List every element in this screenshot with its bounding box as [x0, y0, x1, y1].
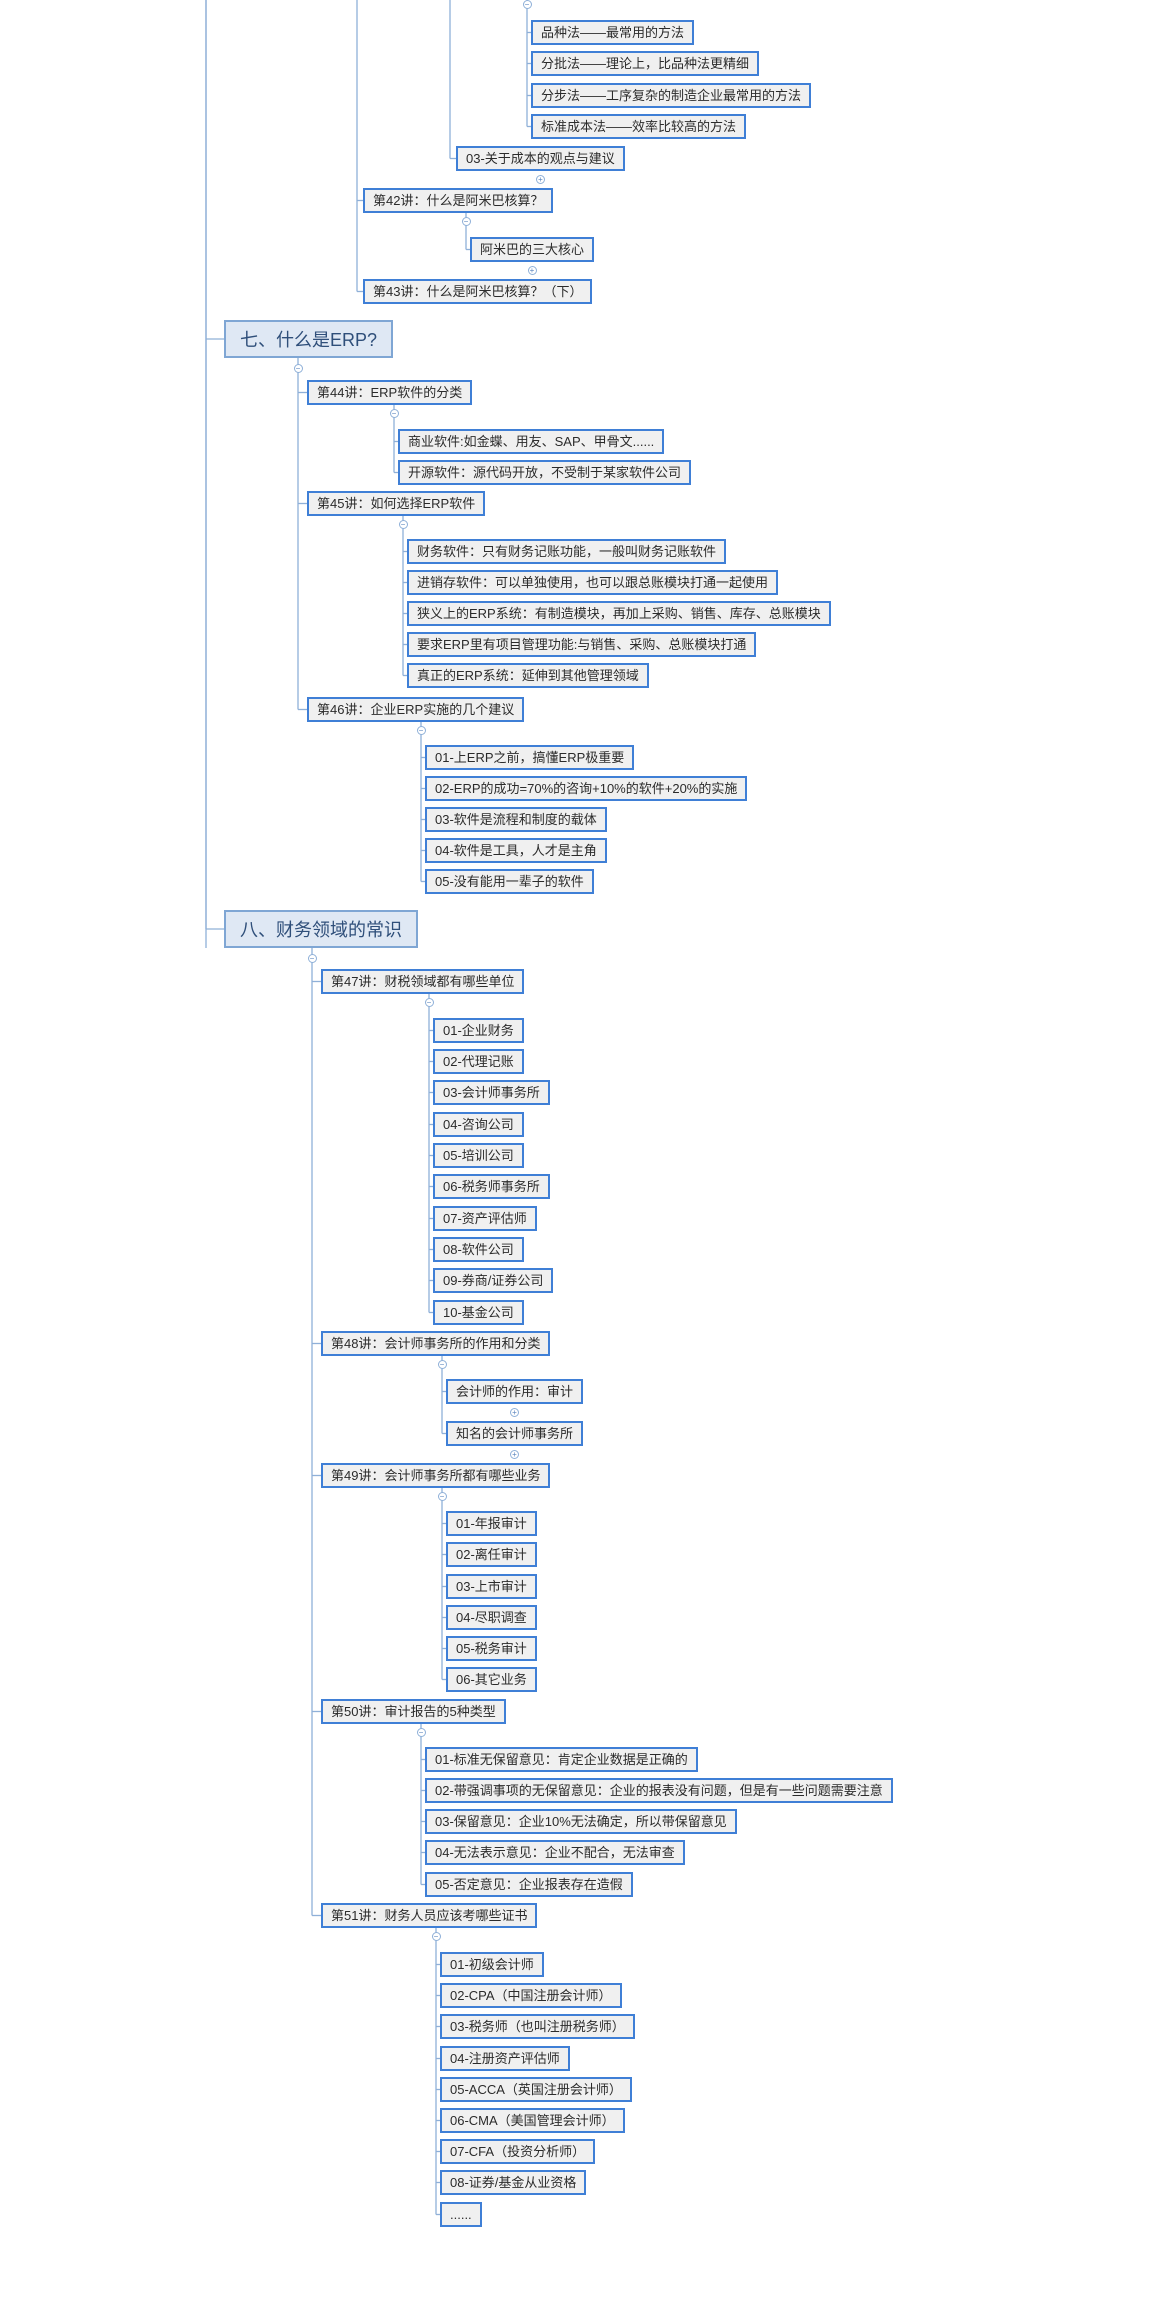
topic-leaf-node[interactable]: 02-带强调事项的无保留意见：企业的报表没有问题，但是有一些问题需要注意: [425, 1778, 893, 1803]
topic-leaf-node[interactable]: 03-税务师（也叫注册税务师）: [440, 2014, 635, 2039]
topic-leaf-node[interactable]: 08-软件公司: [433, 1237, 524, 1262]
topic-leaf-node[interactable]: 04-咨询公司: [433, 1112, 524, 1137]
topic-leaf-node[interactable]: 狭义上的ERP系统：有制造模块，再加上采购、销售、库存、总账模块: [407, 601, 831, 626]
topic-leaf-node[interactable]: 分批法——理论上，比品种法更精细: [531, 51, 760, 76]
collapse-toggle-icon[interactable]: −: [431, 1931, 441, 1941]
topic-leaf-node[interactable]: 07-资产评估师: [433, 1206, 537, 1231]
collapse-toggle-icon[interactable]: −: [416, 1727, 426, 1737]
topic-leaf-node[interactable]: 要求ERP里有项目管理功能:与销售、采购、总账模块打通: [407, 632, 757, 657]
collapse-toggle-icon[interactable]: −: [461, 216, 471, 226]
topic-leaf-node[interactable]: 真正的ERP系统：延伸到其他管理领域: [407, 663, 649, 688]
collapse-toggle-icon[interactable]: −: [293, 363, 303, 373]
collapse-toggle-icon[interactable]: −: [307, 953, 317, 963]
topic-leaf-node[interactable]: 01-年报审计: [446, 1511, 537, 1536]
topic-leaf-node[interactable]: 知名的会计师事务所: [446, 1421, 584, 1446]
topic-leaf-node[interactable]: 04-注册资产评估师: [440, 2046, 570, 2071]
topic-leaf-node[interactable]: 01-标准无保留意见：肯定企业数据是正确的: [425, 1747, 698, 1772]
topic-leaf-node[interactable]: 开源软件：源代码开放，不受制于某家软件公司: [398, 460, 692, 485]
topic-lecture-node[interactable]: 第48讲：会计师事务所的作用和分类: [321, 1331, 551, 1356]
topic-leaf-node[interactable]: 03-会计师事务所: [433, 1080, 550, 1105]
topic-lecture-node[interactable]: 第51讲：财务人员应该考哪些证书: [321, 1903, 538, 1928]
topic-lecture-node[interactable]: 第44讲：ERP软件的分类: [307, 380, 473, 405]
topic-leaf-node[interactable]: 02-ERP的成功=70%的咨询+10%的软件+20%的实施: [425, 776, 748, 801]
topic-leaf-node[interactable]: 阿米巴的三大核心: [470, 237, 595, 262]
topic-leaf-node[interactable]: 06-CMA（美国管理会计师）: [440, 2108, 625, 2133]
topic-section-node[interactable]: 七、什么是ERP?: [224, 320, 394, 358]
expand-toggle-icon[interactable]: +: [536, 174, 545, 184]
topic-leaf-node[interactable]: 会计师的作用：审计: [446, 1379, 584, 1404]
topic-leaf-node[interactable]: 10-基金公司: [433, 1300, 524, 1325]
collapse-toggle-icon[interactable]: −: [416, 725, 426, 735]
collapse-toggle-icon[interactable]: −: [424, 997, 434, 1007]
topic-leaf-node[interactable]: 进销存软件：可以单独使用，也可以跟总账模块打通一起使用: [407, 570, 779, 595]
topic-leaf-node[interactable]: 01-初级会计师: [440, 1952, 544, 1977]
topic-leaf-node[interactable]: 09-券商/证券公司: [433, 1268, 554, 1293]
topic-leaf-node[interactable]: 05-没有能用一辈子的软件: [425, 869, 594, 894]
topic-lecture-node[interactable]: 第47讲：财税领域都有哪些单位: [321, 969, 525, 994]
topic-leaf-node[interactable]: 05-培训公司: [433, 1143, 524, 1168]
collapse-toggle-icon[interactable]: −: [398, 519, 408, 529]
topic-leaf-node[interactable]: 07-CFA（投资分析师）: [440, 2139, 596, 2164]
topic-leaf-node[interactable]: 标准成本法——效率比较高的方法: [531, 114, 747, 139]
topic-leaf-node[interactable]: 04-尽职调查: [446, 1605, 537, 1630]
topic-lecture-node[interactable]: 第43讲：什么是阿米巴核算？（下）: [363, 279, 593, 304]
topic-leaf-node[interactable]: 05-ACCA（英国注册会计师）: [440, 2077, 632, 2102]
topic-leaf-node[interactable]: 03-关于成本的观点与建议: [456, 146, 625, 171]
topic-leaf-node[interactable]: 06-其它业务: [446, 1667, 537, 1692]
topic-leaf-node[interactable]: 02-CPA（中国注册会计师）: [440, 1983, 622, 2008]
topic-leaf-node[interactable]: ......: [440, 2202, 482, 2227]
topic-lecture-node[interactable]: 第46讲：企业ERP实施的几个建议: [307, 697, 525, 722]
topic-leaf-node[interactable]: 06-税务师事务所: [433, 1174, 550, 1199]
collapse-toggle-icon[interactable]: −: [437, 1359, 447, 1369]
topic-leaf-node[interactable]: 分步法——工序复杂的制造企业最常用的方法: [531, 83, 812, 108]
topic-lecture-node[interactable]: 第42讲：什么是阿米巴核算？: [363, 188, 554, 213]
topic-leaf-node[interactable]: 03-上市审计: [446, 1574, 537, 1599]
topic-leaf-node[interactable]: 05-否定意见：企业报表存在造假: [425, 1872, 633, 1897]
topic-leaf-node[interactable]: 05-税务审计: [446, 1636, 537, 1661]
expand-toggle-icon[interactable]: +: [510, 1449, 519, 1459]
topic-leaf-node[interactable]: 03-软件是流程和制度的载体: [425, 807, 607, 832]
topic-leaf-node[interactable]: 02-代理记账: [433, 1049, 524, 1074]
topic-lecture-node[interactable]: 第45讲：如何选择ERP软件: [307, 491, 486, 516]
topic-leaf-node[interactable]: 08-证券/基金从业资格: [440, 2170, 587, 2195]
topic-leaf-node[interactable]: 财务软件：只有财务记账功能，一般叫财务记账软件: [407, 539, 727, 564]
topic-leaf-node[interactable]: 品种法——最常用的方法: [531, 20, 695, 45]
topic-leaf-node[interactable]: 03-保留意见：企业10%无法确定，所以带保留意见: [425, 1809, 737, 1834]
topic-leaf-node[interactable]: 04-软件是工具，人才是主角: [425, 838, 607, 863]
topic-section-node[interactable]: 八、财务领域的常识: [224, 910, 418, 948]
topic-leaf-node[interactable]: 商业软件:如金蝶、用友、SAP、甲骨文......: [398, 429, 665, 454]
collapse-toggle-icon[interactable]: −: [522, 0, 532, 9]
topic-lecture-node[interactable]: 第50讲：审计报告的5种类型: [321, 1699, 506, 1724]
topic-leaf-node[interactable]: 04-无法表示意见：企业不配合，无法审查: [425, 1840, 685, 1865]
topic-leaf-node[interactable]: 01-企业财务: [433, 1018, 524, 1043]
collapse-toggle-icon[interactable]: −: [437, 1491, 447, 1501]
expand-toggle-icon[interactable]: +: [510, 1407, 519, 1417]
collapse-toggle-icon[interactable]: −: [389, 408, 399, 418]
topic-leaf-node[interactable]: 01-上ERP之前，搞懂ERP极重要: [425, 745, 635, 770]
expand-toggle-icon[interactable]: +: [527, 265, 537, 275]
topic-leaf-node[interactable]: 02-离任审计: [446, 1542, 537, 1567]
topic-lecture-node[interactable]: 第49讲：会计师事务所都有哪些业务: [321, 1463, 551, 1488]
